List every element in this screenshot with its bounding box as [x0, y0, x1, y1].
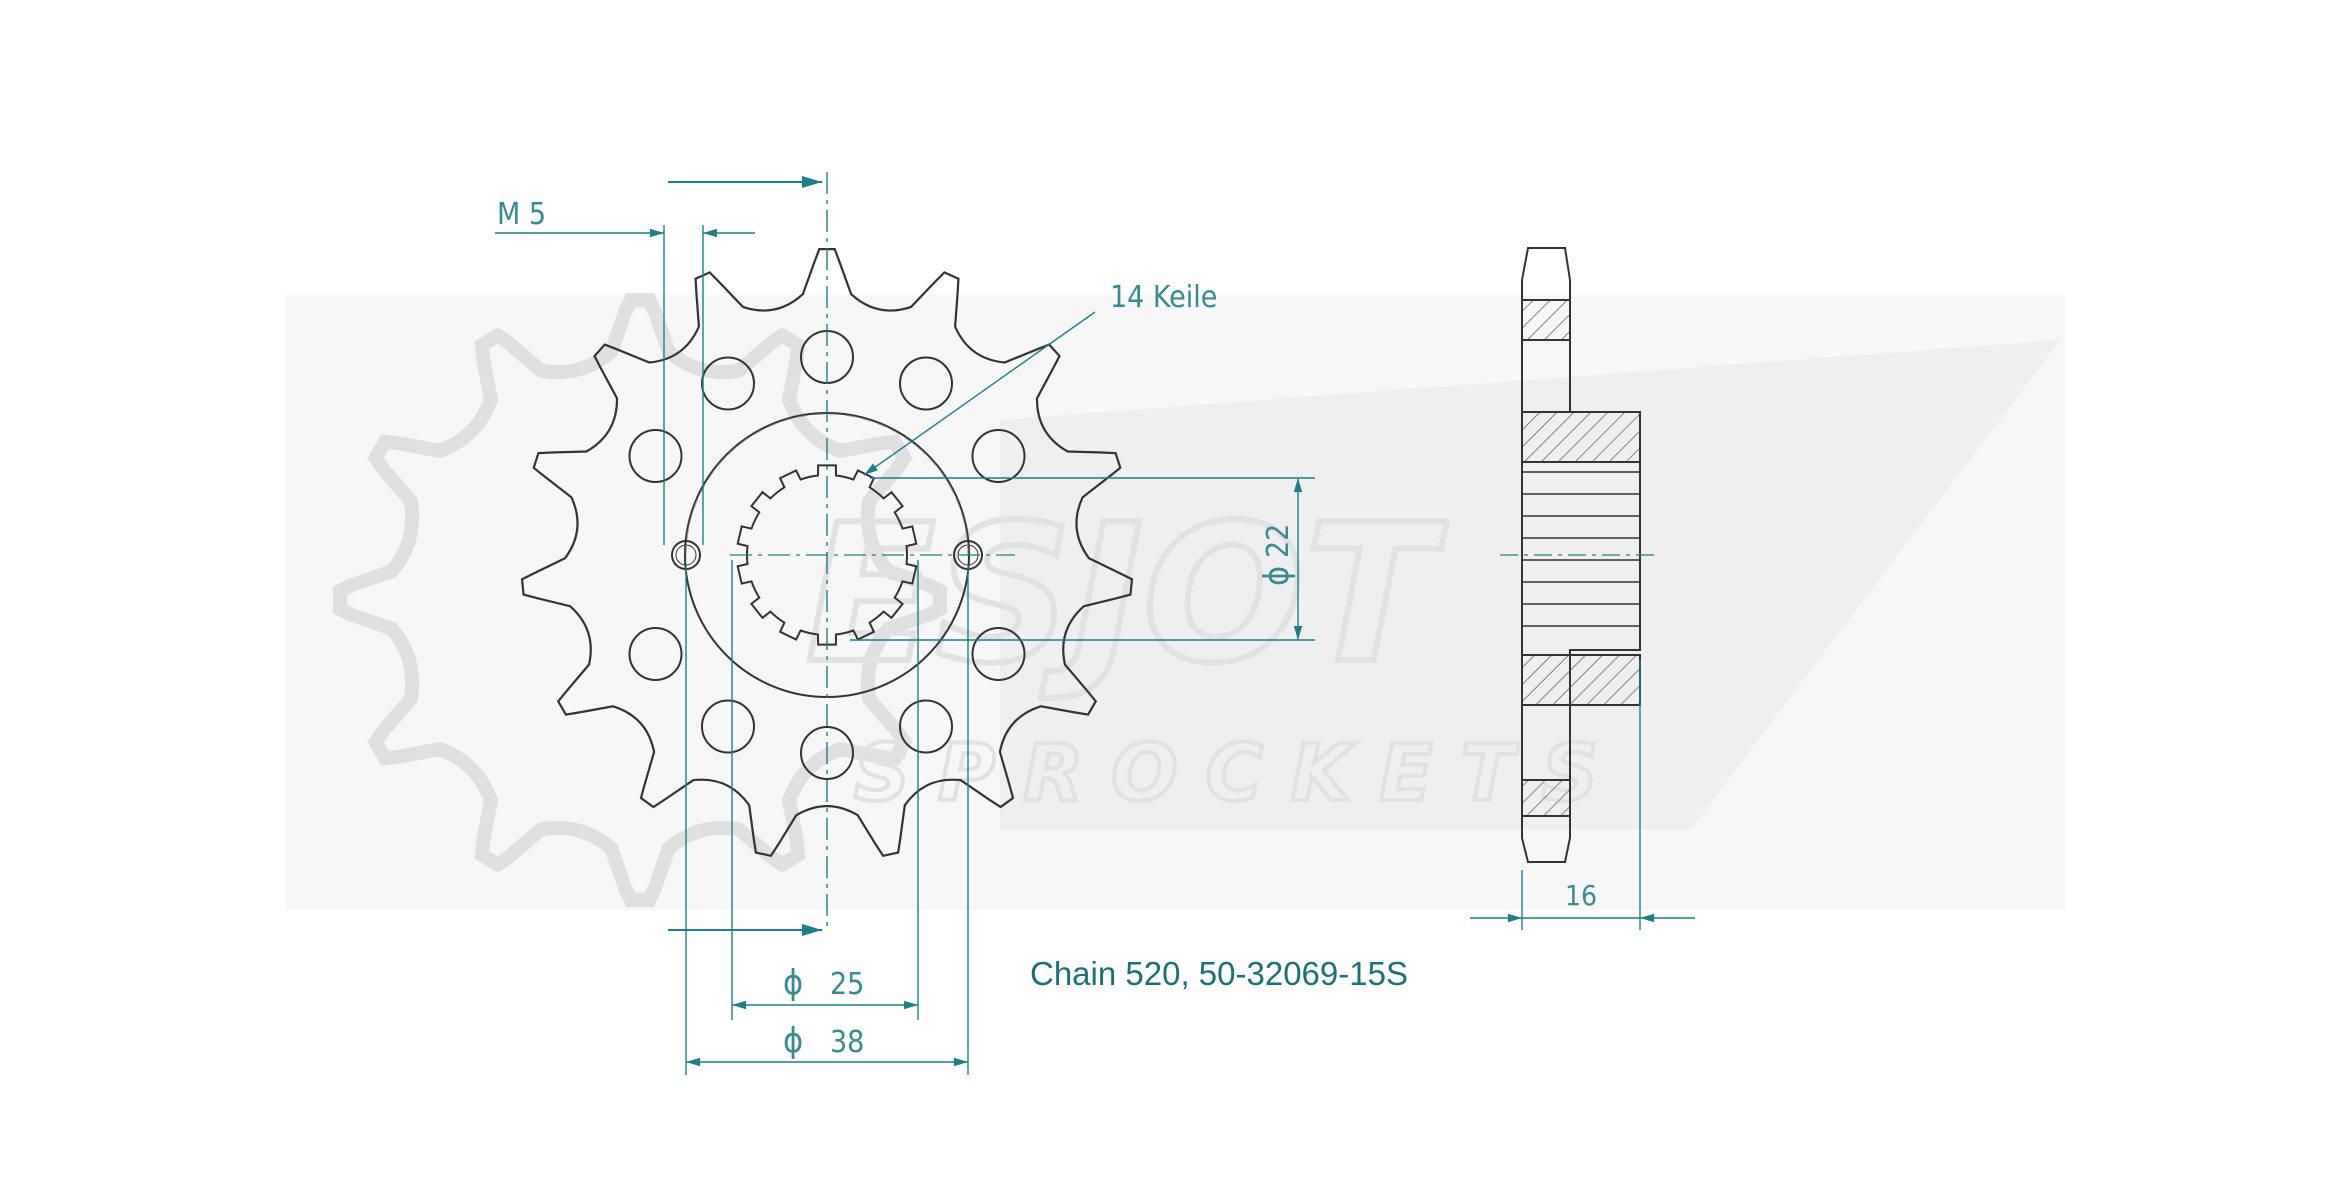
dia22-value: 22 [1261, 524, 1296, 558]
sprocket-front-view [520, 172, 1134, 930]
bolt-circle-arc [685, 413, 969, 556]
watermark: ESJOT SPROCKETS [285, 293, 2065, 910]
spline-bore [736, 464, 918, 646]
dia22-label: ϕ 22 [1257, 524, 1297, 586]
sprocket-outline [520, 248, 1134, 858]
keile-leader [863, 311, 1096, 476]
dia38-symbol: ϕ [783, 1021, 803, 1061]
lightening-hole [701, 356, 755, 411]
dia22-symbol: ϕ [1257, 566, 1297, 586]
lightening-hole [971, 429, 1026, 483]
lightening-hole [899, 699, 953, 754]
hatch-bottom-tooth [1521, 779, 1571, 817]
watermark-wedge [1000, 340, 2060, 830]
width-value: 16 [1565, 879, 1597, 912]
side-spline-grooves [1522, 471, 1640, 627]
keile-label: 14 Keile [1110, 280, 1217, 315]
hatch-upper-hub [1521, 411, 1641, 463]
watermark-gear-icon [333, 293, 947, 907]
dia38-value: 38 [830, 1025, 864, 1060]
dia25-value: 25 [830, 967, 864, 1002]
lightening-hole [628, 429, 683, 483]
sprocket-side-view [1500, 247, 1660, 863]
lightening-holes [628, 330, 1026, 780]
lightening-hole [701, 699, 755, 754]
hatch-lower-hub [1521, 654, 1641, 706]
lightening-hole [800, 726, 854, 780]
watermark-sub: SPROCKETS [854, 729, 1626, 819]
dimension-lines [495, 176, 1695, 1075]
lightening-hole [971, 627, 1026, 681]
hatch-top-tooth [1521, 299, 1571, 341]
side-profile-outline [1521, 247, 1641, 863]
dimension-labels: M 5 14 Keile ϕ 22 ϕ 25 ϕ 38 16 [497, 197, 1597, 1061]
part-caption: Chain 520, 50-32069-15S [1030, 955, 1408, 992]
thread-label: M 5 [497, 197, 546, 232]
dia25-symbol: ϕ [783, 963, 803, 1003]
lightening-hole [628, 627, 683, 681]
lightening-hole [899, 356, 953, 411]
